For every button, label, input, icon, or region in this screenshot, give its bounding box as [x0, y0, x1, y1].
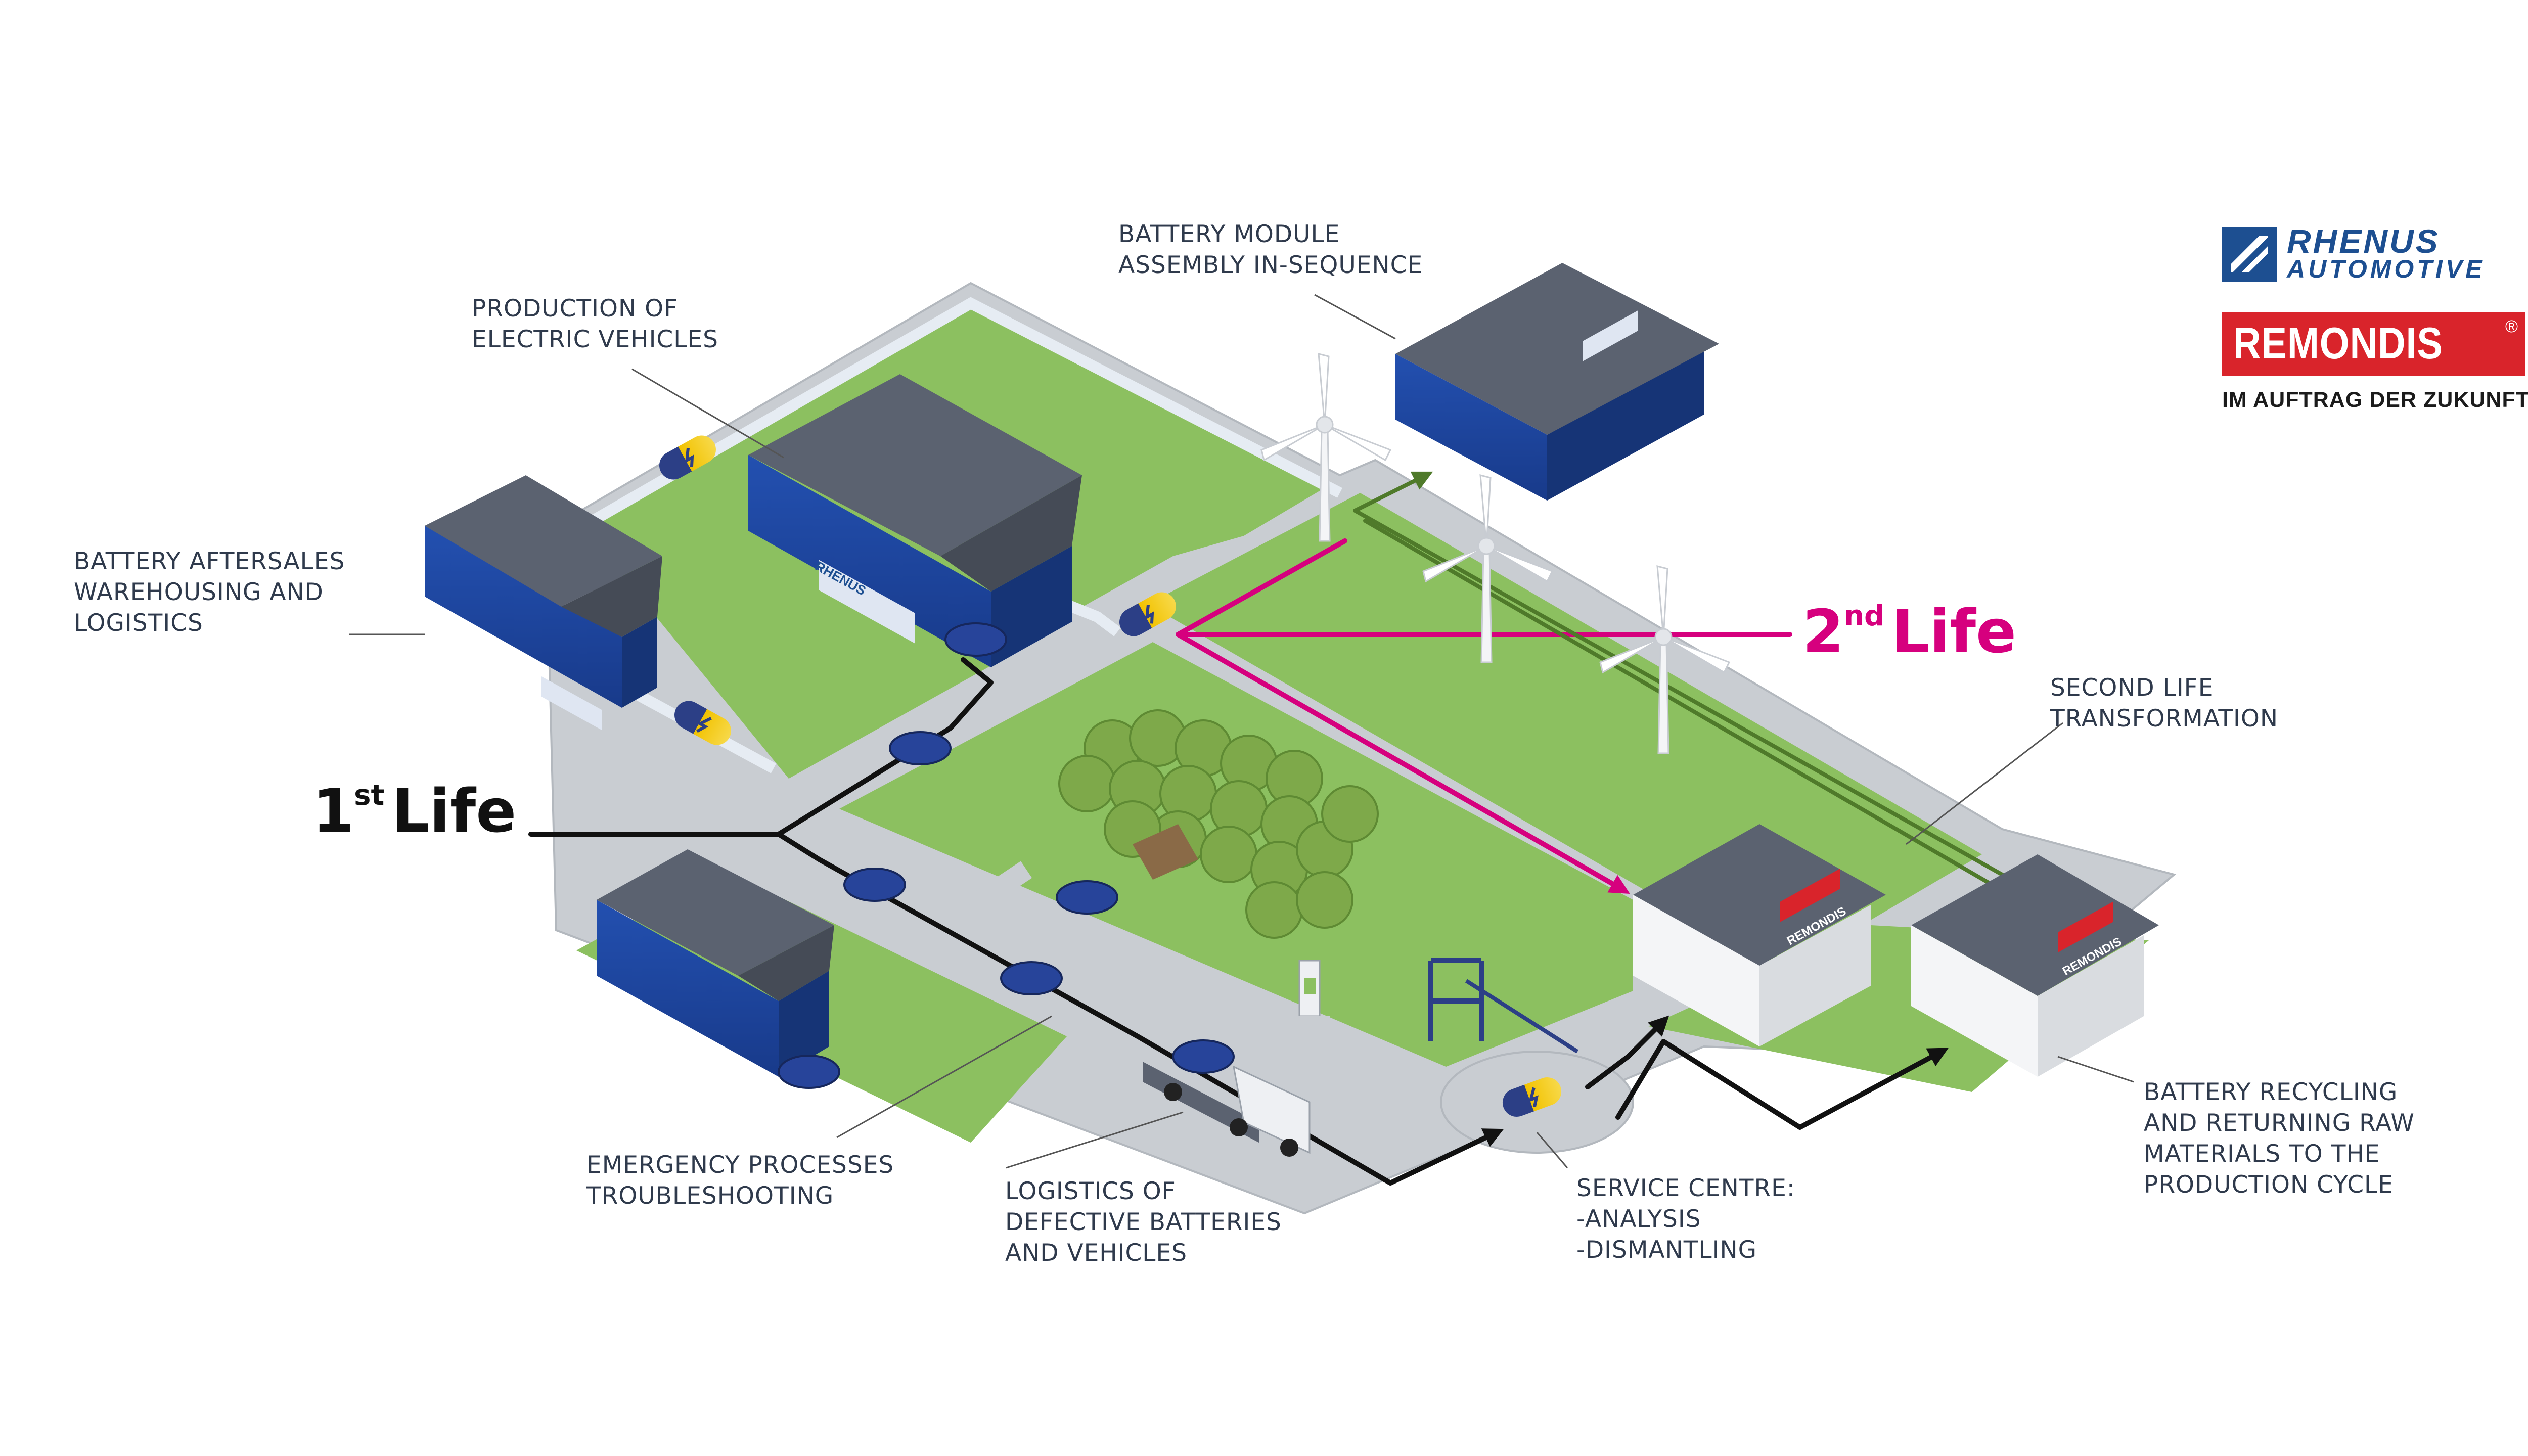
recycling-return-line [1353, 471, 2004, 877]
service-to-recycling-line [1615, 1039, 1949, 1130]
label-line: LOGISTICS OF [1005, 1177, 1176, 1205]
tree-cluster [1058, 709, 1379, 939]
label-line: AND RETURNING RAW [2144, 1109, 2415, 1137]
building-emergency [597, 849, 834, 1077]
partner-logos: RHENUS AUTOMOTIVE REMONDIS ® IM AUFTRAG … [2222, 222, 2528, 417]
label-line: TRANSFORMATION [2050, 705, 2279, 733]
car-icon [778, 622, 1235, 1089]
label-service-centre: SERVICE CENTRE: -ANALYSIS -DISMANTLING [1576, 1173, 1795, 1265]
building-second-life-transformation [1633, 824, 1886, 1046]
label-line: LOGISTICS [74, 609, 203, 637]
label-production: PRODUCTION OF ELECTRIC VEHICLES [472, 293, 718, 355]
label-logistics: LOGISTICS OF DEFECTIVE BATTERIES AND VEH… [1005, 1176, 1282, 1268]
label-line: PRODUCTION CYCLE [2144, 1171, 2394, 1199]
second-life-word: Life [1891, 597, 2017, 666]
label-emergency: EMERGENCY PROCESSES TROUBLESHOOTING [586, 1150, 894, 1211]
label-battery-module: BATTERY MODULE ASSEMBLY IN-SEQUENCE [1118, 219, 1423, 281]
crane-icon [1428, 958, 1579, 1054]
building-battery-recycling [1911, 854, 2159, 1077]
battery-icon [1119, 592, 1176, 636]
rhenus-logo-icon [2222, 227, 2277, 282]
remondis-logo [2222, 312, 2525, 376]
wind-turbine-icon [1599, 565, 1731, 754]
wind-turbine-icon [1422, 474, 1554, 663]
label-line: WAREHOUSING AND [74, 578, 324, 606]
vehicle-flow-line [776, 832, 1504, 1186]
second-life-number: 2 [1802, 597, 1844, 666]
second-life-superscript: nd [1844, 600, 1885, 632]
remondis-tagline: IM AUFTRAG DER ZUKUNFT [2222, 388, 2528, 412]
building-battery-module [1395, 263, 1719, 500]
first-life-flow-line [528, 657, 994, 837]
rhenus-logo-subtext: AUTOMOTIVE [2287, 255, 2486, 283]
parking-loop [962, 861, 1184, 1003]
remondis-registered-mark: ® [2505, 317, 2518, 336]
battery-icon [674, 701, 731, 745]
label-line: SERVICE CENTRE: [1576, 1174, 1795, 1202]
remondis-logo-text: REMONDIS [2233, 318, 2443, 368]
first-life-superscript: st [354, 779, 385, 812]
label-line: -DISMANTLING [1576, 1236, 1757, 1264]
label-line: TROUBLESHOOTING [586, 1182, 834, 1210]
wind-turbine-icon [1260, 353, 1392, 542]
service-to-second-life-line [1585, 1015, 1669, 1089]
label-line: SECOND LIFE [2050, 674, 2214, 702]
charging-station-icon [1294, 960, 1330, 1031]
battery-icon [1502, 1077, 1562, 1117]
label-line: MATERIALS TO THE [2144, 1140, 2380, 1168]
label-line: ELECTRIC VEHICLES [472, 326, 718, 353]
building-battery-aftersales [425, 475, 662, 731]
truck-icon [1143, 1062, 1311, 1157]
label-leader-lines [349, 294, 2134, 1169]
label-recycling: BATTERY RECYCLING AND RETURNING RAW MATE… [2144, 1077, 2415, 1200]
pallet-icon [1133, 824, 1198, 880]
label-line: DEFECTIVE BATTERIES [1005, 1208, 1282, 1236]
flow-lines [528, 471, 2004, 1186]
label-line: PRODUCTION OF [472, 295, 679, 323]
label-line: -ANALYSIS [1576, 1205, 1701, 1233]
label-line: BATTERY MODULE [1118, 220, 1340, 248]
building-ev-production [748, 374, 1082, 667]
label-line: EMERGENCY PROCESSES [586, 1151, 894, 1179]
first-life-number: 1 [312, 776, 354, 846]
label-line: AND VEHICLES [1005, 1239, 1188, 1267]
rhenus-logo-text: RHENUS [2287, 222, 2440, 260]
label-line: ASSEMBLY IN-SEQUENCE [1118, 251, 1423, 279]
label-line: BATTERY AFTERSALES [74, 548, 345, 575]
battery-icon [659, 435, 716, 480]
first-life-word: Life [391, 776, 517, 846]
second-life-arrow-line [1176, 632, 1630, 894]
label-second-life-transformation: SECOND LIFE TRANSFORMATION [2050, 672, 2278, 734]
label-aftersales: BATTERY AFTERSALES WAREHOUSING AND LOGIS… [74, 546, 345, 639]
recycling-return-line-2 [1363, 519, 1994, 887]
label-line: BATTERY RECYCLING [2144, 1078, 2398, 1106]
